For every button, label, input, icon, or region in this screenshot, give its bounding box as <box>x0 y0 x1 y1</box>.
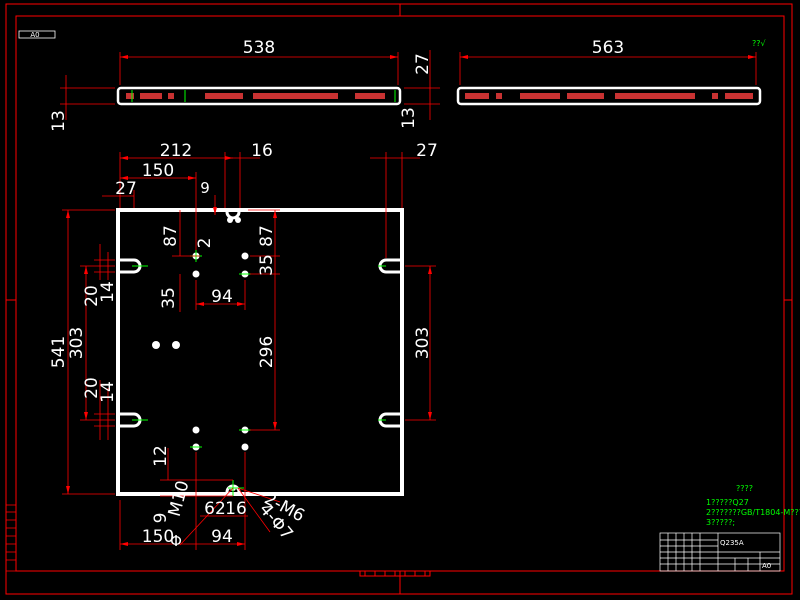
dim-563: 563 <box>592 38 624 58</box>
left-edge-block <box>5 504 17 572</box>
sheet-tag: A0 <box>18 30 56 39</box>
sheet-tag-label: A0 <box>30 31 39 39</box>
dim-87-right: 87 <box>257 225 277 247</box>
title-block <box>659 532 781 572</box>
title-block-scale: A0 <box>762 562 771 570</box>
notes-line-3: 3?????; <box>706 518 735 527</box>
roughness-note: ??√ <box>752 39 766 48</box>
dim-16-top: 16 <box>251 141 273 161</box>
technical-notes: ???? 1?????Q27 2???????GB/T1804-M???? 3?… <box>706 484 800 527</box>
dim-94-bottom: 94 <box>211 527 233 547</box>
dim-20-top: 20 <box>82 285 102 307</box>
label-m10: M10 <box>165 479 194 519</box>
dim-27-top-right: 27 <box>416 141 438 161</box>
main-plan-view: 212 16 150 27 27 9 87 2 87 35 35 94 296 … <box>49 141 438 550</box>
notes-line-1: 1?????Q27 <box>706 498 749 507</box>
dim-20-bottom: 20 <box>82 377 102 399</box>
dim-13-left: 13 <box>49 110 69 132</box>
dim-94-top: 94 <box>211 287 233 307</box>
dim-62: 62 <box>204 499 226 519</box>
dim-303-left: 303 <box>67 327 87 359</box>
label-phi-small: Φ <box>170 532 182 550</box>
dim-14-bottom: 14 <box>98 381 118 403</box>
dim-150-top: 150 <box>142 161 174 181</box>
dim-212: 212 <box>160 141 192 161</box>
dim-150-bottom: 150 <box>142 527 174 547</box>
title-block-material: Q235A <box>720 539 744 547</box>
dim-87-left: 87 <box>161 225 181 247</box>
notes-line-2: 2???????GB/T1804-M???? <box>706 508 800 517</box>
dim-303-right: 303 <box>413 327 433 359</box>
dim-9-bottom: 9 <box>151 513 171 524</box>
sheet-frame <box>5 3 793 595</box>
dim-541: 541 <box>49 336 69 368</box>
dim-35-left: 35 <box>159 287 179 309</box>
dim-35-right: 35 <box>257 254 277 276</box>
dim-12: 12 <box>151 445 171 467</box>
dim-14-top: 14 <box>98 281 118 303</box>
dim-16-bottom: 16 <box>225 499 247 519</box>
dim-13-right: 13 <box>399 107 419 129</box>
top-right-section-view: 563 <box>456 38 762 106</box>
dim-2: 2 <box>195 238 215 249</box>
dim-9-top: 9 <box>200 179 210 197</box>
dimension-lines <box>62 152 436 550</box>
top-left-section-view: 538 27 13 13 <box>49 38 440 132</box>
dim-27-top-left: 27 <box>115 179 137 199</box>
dimension-arrows <box>66 156 432 546</box>
dim-538: 538 <box>243 38 275 58</box>
notes-title: ???? <box>736 484 753 493</box>
dim-296: 296 <box>257 336 277 368</box>
dim-27-height: 27 <box>413 53 433 75</box>
